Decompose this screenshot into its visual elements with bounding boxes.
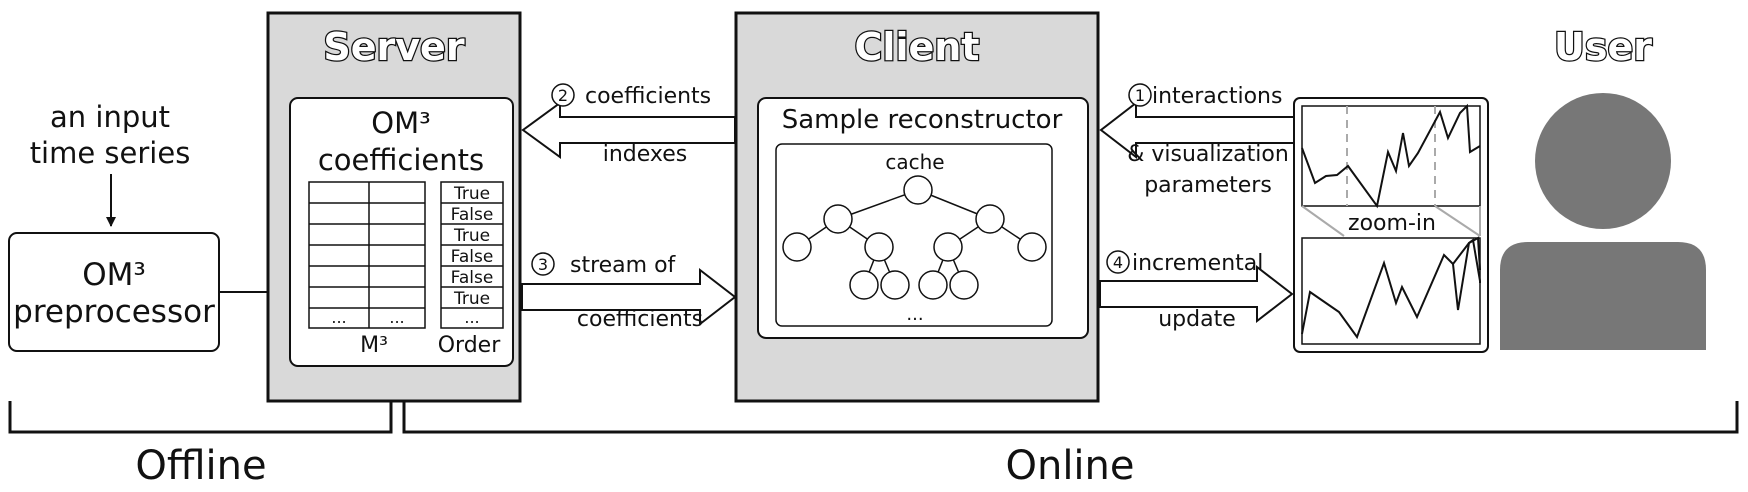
order-cell: True — [453, 226, 490, 246]
online-label: Online — [1005, 443, 1134, 489]
user-title: User — [1554, 25, 1652, 69]
order-cell: False — [451, 247, 494, 267]
step-2-bottom-label: indexes — [603, 142, 688, 167]
cache-node — [823, 204, 853, 234]
cache-tree — [782, 175, 1047, 300]
incremental-update-arrow — [1099, 264, 1294, 324]
online-bracket — [402, 401, 1739, 434]
m3-ellipsis-right: ... — [389, 308, 404, 327]
offline-bracket — [8, 401, 393, 434]
order-cell: ... — [464, 308, 479, 327]
input-label-line2: time series — [30, 136, 191, 170]
coefficient-request-arrow — [521, 101, 736, 159]
m3-label: M³ — [360, 333, 388, 358]
zoomed-series-tail — [1452, 236, 1481, 311]
sample-reconstructor-title: Sample reconstructor — [782, 105, 1063, 135]
m3-matrix — [308, 181, 426, 329]
coefficients-title-line1: OM³ — [371, 106, 430, 140]
cache-node — [880, 270, 910, 300]
cache-node — [903, 175, 933, 205]
cache-ellipsis: ... — [906, 304, 923, 325]
coefficient-stream-arrow — [521, 267, 737, 327]
step-1-number: 1 — [1135, 86, 1145, 105]
order-cell: False — [451, 268, 494, 288]
user-avatar-icon — [1500, 93, 1706, 350]
server-title: Server — [323, 25, 464, 69]
coefficients-title-line2: coefficients — [318, 143, 484, 177]
step-4-bottom-label: update — [1158, 307, 1236, 332]
order-cell: True — [453, 184, 490, 204]
overview-series-line — [1301, 103, 1481, 209]
overview-chart — [1301, 105, 1481, 207]
step-1-middle-label: & visualization — [1127, 142, 1289, 167]
step-3-circle — [531, 252, 555, 276]
coefficients-panel — [289, 97, 514, 367]
order-label: Order — [438, 333, 501, 358]
interactions-arrow — [1099, 100, 1295, 160]
cache-label: cache — [885, 150, 944, 174]
step-2-number: 2 — [558, 86, 568, 105]
step-2-circle — [551, 83, 575, 107]
order-column — [440, 181, 504, 329]
cache-node — [949, 270, 979, 300]
zoom-connector-left — [1301, 205, 1345, 237]
cache-node — [782, 232, 812, 262]
step-1-circle — [1128, 83, 1152, 107]
step-4-number: 4 — [1113, 253, 1123, 272]
cache-node — [864, 232, 894, 262]
cache-node — [918, 270, 948, 300]
step-3-bottom-label: coefficients — [577, 307, 703, 332]
step-2-top-label: coefficients — [585, 84, 711, 109]
zoom-in-label: zoom-in — [1348, 211, 1436, 236]
cache-node — [849, 270, 879, 300]
preprocessor-label-line2: preprocessor — [13, 294, 215, 330]
order-cell: True — [453, 289, 490, 309]
cache-node — [1017, 232, 1047, 262]
step-1-bottom-label: parameters — [1144, 173, 1272, 198]
offline-label: Offline — [135, 443, 266, 489]
step-1-top-label: interactions — [1152, 84, 1282, 109]
step-3-top-label: stream of — [570, 253, 677, 278]
cache-panel — [775, 143, 1053, 327]
step-3-number: 3 — [538, 255, 548, 274]
input-label-line1: an input — [50, 100, 170, 134]
cache-node — [933, 232, 963, 262]
cache-node — [975, 204, 1005, 234]
step-4-top-label: incremental — [1132, 251, 1263, 276]
zoom-connector-inner — [1434, 205, 1481, 237]
client-title: Client — [855, 25, 980, 69]
order-cell: False — [451, 205, 494, 225]
zoomed-chart — [1301, 237, 1481, 345]
step-4-circle — [1106, 250, 1130, 274]
preprocessor-label-line1: OM³ — [82, 257, 146, 293]
m3-ellipsis-left: ... — [331, 308, 346, 327]
